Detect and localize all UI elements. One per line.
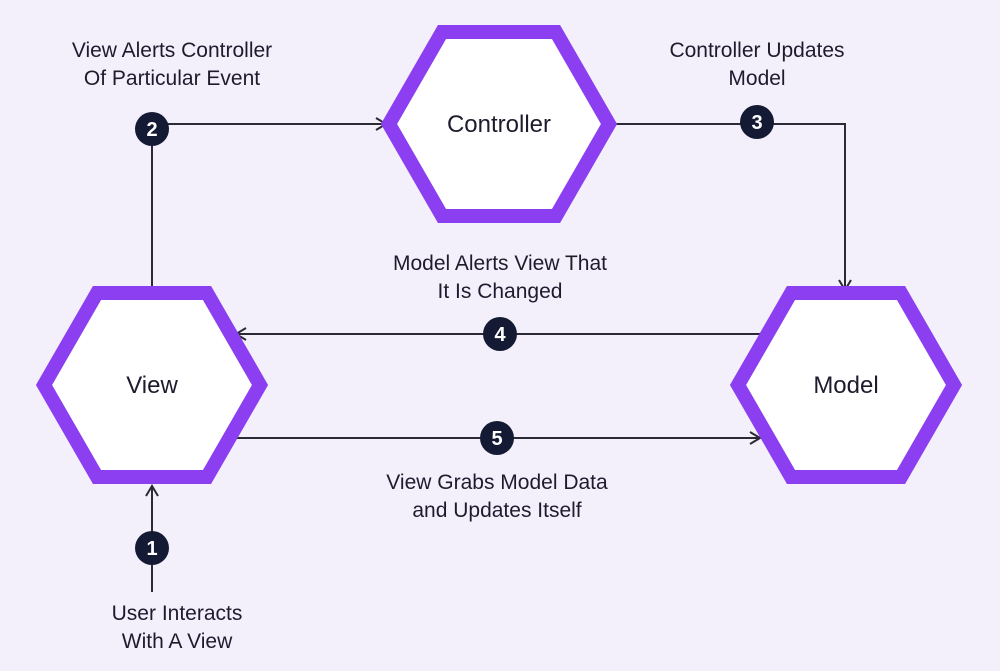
step-3-line-1: Controller Updates xyxy=(669,39,844,62)
step-badge-2: 2 xyxy=(135,112,169,146)
controller-label: Controller xyxy=(447,111,551,138)
step-1-line-2: With A View xyxy=(122,630,233,653)
badge-number-1: 1 xyxy=(146,538,157,560)
step-label-5: View Grabs Model Data and Updates Itself xyxy=(386,471,608,522)
badge-circle-1 xyxy=(135,531,169,565)
node-model: Model xyxy=(729,286,963,484)
step-3-line-2: Model xyxy=(728,67,785,90)
node-controller: Controller xyxy=(380,25,618,223)
step-badge-4: 4 xyxy=(483,317,517,351)
badge-number-3: 3 xyxy=(751,112,762,134)
step-label-2: View Alerts Controller Of Particular Eve… xyxy=(72,39,272,90)
badge-number-5: 5 xyxy=(491,428,502,450)
step-4-line-1: Model Alerts View That xyxy=(393,252,607,275)
view-hexagon xyxy=(35,286,269,484)
model-label: Model xyxy=(813,372,878,399)
step-badge-5: 5 xyxy=(480,421,514,455)
badge-circle-5 xyxy=(480,421,514,455)
badge-number-2: 2 xyxy=(146,119,157,141)
badge-circle-3 xyxy=(740,105,774,139)
badge-number-4: 4 xyxy=(494,324,506,346)
step-badge-1: 1 xyxy=(135,531,169,565)
step-label-4: Model Alerts View That It Is Changed xyxy=(393,252,607,303)
arrow-view-to-controller xyxy=(151,117,388,290)
step-1-line-1: User Interacts xyxy=(112,602,243,625)
badge-circle-4 xyxy=(483,317,517,351)
step-5-line-1: View Grabs Model Data xyxy=(386,471,608,494)
model-hexagon xyxy=(729,286,963,484)
arrow-controller-to-model xyxy=(610,123,852,292)
step-2-line-1: View Alerts Controller xyxy=(72,39,272,62)
badge-circle-2 xyxy=(135,112,169,146)
step-4-line-2: It Is Changed xyxy=(438,280,563,303)
step-label-3: Controller Updates Model xyxy=(669,39,844,90)
controller-hexagon xyxy=(380,25,618,223)
step-5-line-2: and Updates Itself xyxy=(412,499,581,522)
step-badge-3: 3 xyxy=(740,105,774,139)
node-view: View xyxy=(35,286,269,484)
view-label: View xyxy=(126,372,178,399)
step-2-line-2: Of Particular Event xyxy=(84,67,260,90)
step-label-1: User Interacts With A View xyxy=(112,602,243,653)
